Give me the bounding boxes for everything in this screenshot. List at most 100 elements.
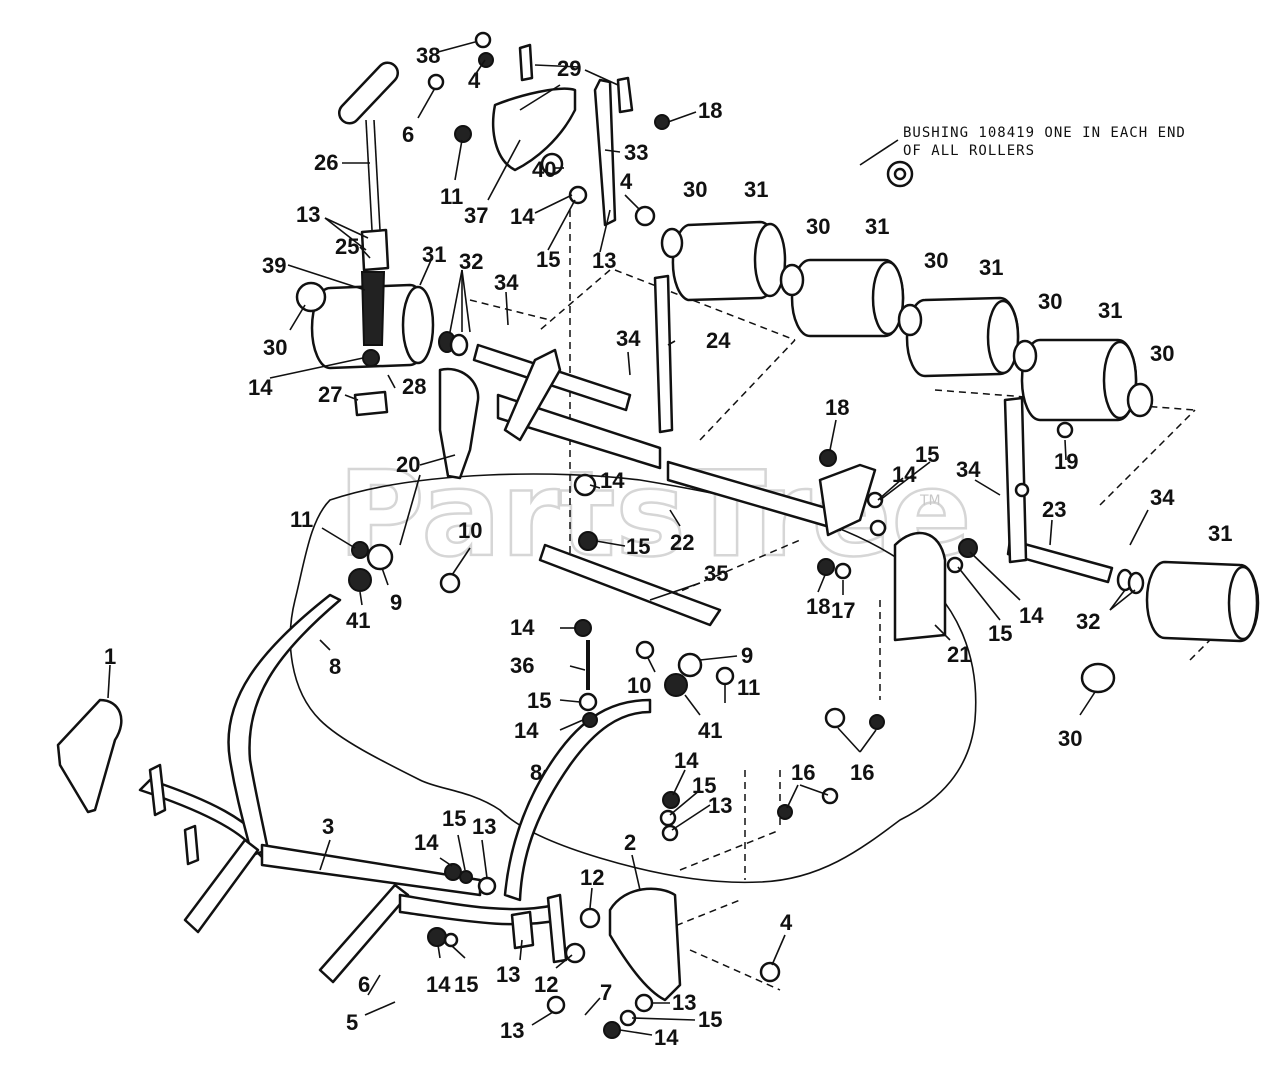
callout-30: 30 — [683, 177, 707, 202]
callout-14: 14 — [600, 468, 625, 493]
callout-13: 13 — [672, 990, 696, 1015]
callout-20: 20 — [396, 452, 420, 477]
callout-31: 31 — [1208, 521, 1232, 546]
callout-8: 8 — [530, 760, 542, 785]
callout-8: 8 — [329, 654, 341, 679]
callout-14: 14 — [514, 718, 539, 743]
callout-30: 30 — [1038, 289, 1062, 314]
bushing-note: BUSHING 108419 ONE IN EACH END OF ALL RO… — [903, 125, 1186, 159]
callout-15: 15 — [626, 534, 650, 559]
callout-13: 13 — [500, 1018, 524, 1043]
callout-15: 15 — [454, 972, 478, 997]
callout-14: 14 — [654, 1025, 679, 1050]
callout-15: 15 — [698, 1007, 722, 1032]
callout-7: 7 — [600, 980, 612, 1005]
callout-32: 32 — [459, 249, 483, 274]
callout-28: 28 — [402, 374, 426, 399]
callout-15: 15 — [915, 442, 939, 467]
callout-25: 25 — [335, 234, 359, 259]
callout-33: 33 — [624, 140, 648, 165]
callout-30: 30 — [1150, 341, 1174, 366]
callout-6: 6 — [358, 972, 370, 997]
callout-14: 14 — [1019, 603, 1044, 628]
callout-27: 27 — [318, 382, 342, 407]
lift-handle-assembly — [337, 61, 400, 417]
callout-13: 13 — [592, 248, 616, 273]
callout-14: 14 — [510, 204, 535, 229]
callout-2: 2 — [624, 830, 636, 855]
callout-1: 1 — [104, 644, 116, 669]
callout-5: 5 — [346, 1010, 358, 1035]
bushing-note-line-1: BUSHING 108419 ONE IN EACH END — [903, 125, 1186, 141]
callout-24: 24 — [706, 328, 731, 353]
callout-34: 34 — [616, 326, 641, 351]
callout-labels: 38 29 4 6 18 26 33 11 40 37 4 14 13 30 3… — [104, 43, 1232, 1050]
callout-34: 34 — [956, 457, 981, 482]
callout-41: 41 — [698, 718, 722, 743]
callout-14: 14 — [510, 615, 535, 640]
callout-18: 18 — [806, 594, 830, 619]
callout-37: 37 — [464, 203, 488, 228]
callout-12: 12 — [580, 865, 604, 890]
callout-16: 16 — [850, 760, 874, 785]
roller-right — [1080, 560, 1260, 694]
callout-18: 18 — [698, 98, 722, 123]
callout-32: 32 — [1076, 609, 1100, 634]
callout-40: 40 — [532, 157, 556, 182]
callout-4: 4 — [780, 910, 793, 935]
callout-11: 11 — [737, 675, 760, 700]
callout-34: 34 — [494, 270, 519, 295]
callout-29: 29 — [557, 56, 581, 81]
callout-19: 19 — [1054, 449, 1078, 474]
roller-top-3 — [897, 296, 1020, 378]
callout-31: 31 — [744, 177, 768, 202]
callout-11: 11 — [290, 507, 313, 532]
callout-31: 31 — [422, 242, 446, 267]
callout-30: 30 — [263, 335, 287, 360]
callout-30: 30 — [1058, 726, 1082, 751]
callout-10: 10 — [458, 518, 482, 543]
callout-35: 35 — [704, 561, 728, 586]
rollers — [295, 220, 1260, 694]
callout-15: 15 — [692, 773, 716, 798]
shafts-and-brackets — [438, 43, 1114, 642]
callout-9: 9 — [390, 590, 402, 615]
callout-14: 14 — [414, 830, 439, 855]
callout-30: 30 — [806, 214, 830, 239]
callout-31: 31 — [865, 214, 889, 239]
callout-13: 13 — [296, 202, 320, 227]
roller-top-1 — [660, 220, 787, 302]
callout-30: 30 — [924, 248, 948, 273]
callout-15: 15 — [536, 247, 560, 272]
callout-38: 38 — [416, 43, 440, 68]
callout-18: 18 — [825, 395, 849, 420]
lift-arm-frame — [56, 593, 682, 1002]
callout-13: 13 — [472, 814, 496, 839]
callout-26: 26 — [314, 150, 338, 175]
callout-13: 13 — [496, 962, 520, 987]
hardware — [348, 31, 1074, 1039]
callout-39: 39 — [262, 253, 286, 278]
callout-4: 4 — [468, 68, 481, 93]
callout-12: 12 — [534, 972, 558, 997]
roller-top-2 — [779, 258, 905, 338]
callout-3: 3 — [322, 814, 334, 839]
watermark-trademark: TM — [919, 493, 941, 509]
callout-14: 14 — [426, 972, 451, 997]
callout-23: 23 — [1042, 497, 1066, 522]
callout-36: 36 — [510, 653, 534, 678]
callout-15: 15 — [527, 688, 551, 713]
callout-14: 14 — [674, 748, 699, 773]
callout-11: 11 — [440, 184, 463, 209]
callout-31: 31 — [979, 255, 1003, 280]
bushing-note-line-2: OF ALL ROLLERS — [903, 143, 1035, 159]
callout-14: 14 — [248, 375, 273, 400]
callout-4: 4 — [620, 169, 633, 194]
callout-41: 41 — [346, 608, 370, 633]
callout-22: 22 — [670, 530, 694, 555]
callout-31: 31 — [1098, 298, 1122, 323]
callout-15: 15 — [442, 806, 466, 831]
roller-top-4 — [1012, 338, 1154, 422]
